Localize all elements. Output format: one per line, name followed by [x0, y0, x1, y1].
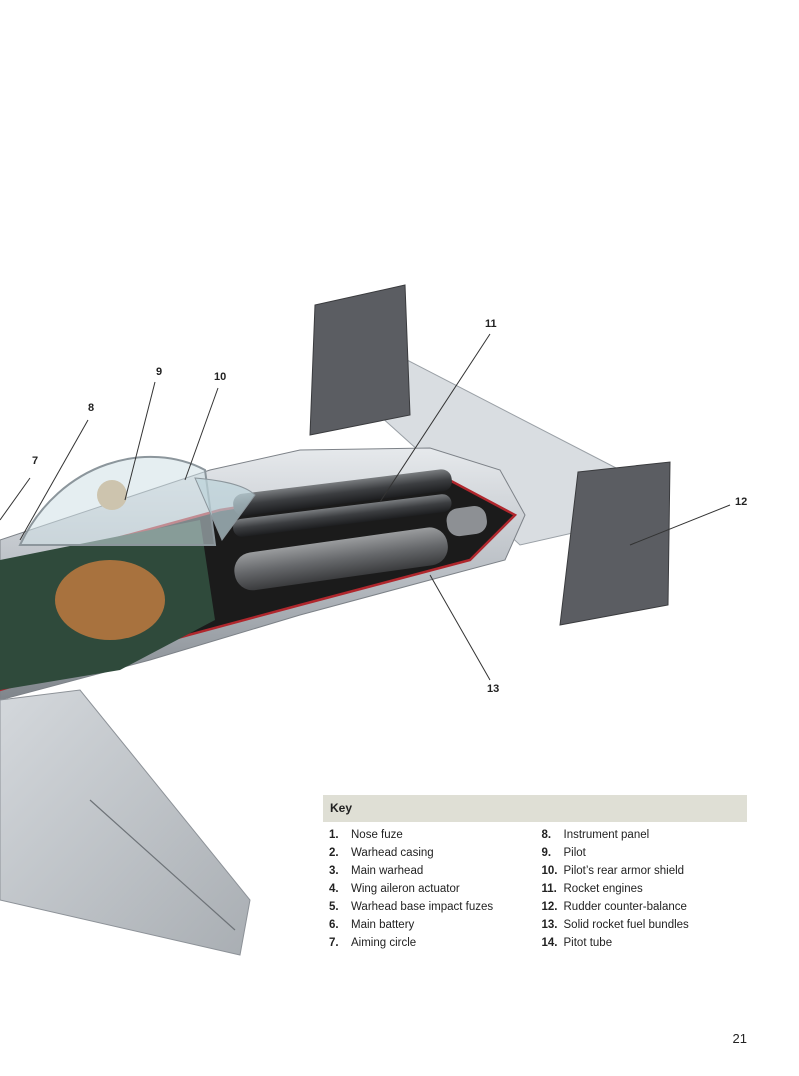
- key-item-number: 5.: [329, 901, 339, 913]
- callout-9: 9: [156, 366, 163, 378]
- key-item-label: Rudder counter-balance: [563, 901, 687, 913]
- pilot-figure: [55, 560, 165, 640]
- key-item: 12. Rudder counter-balance: [536, 898, 748, 916]
- key-item-number: 9.: [541, 847, 552, 859]
- callout-10: 10: [214, 371, 227, 383]
- key-item-label: Warhead base impact fuzes: [351, 901, 494, 913]
- rocket-engine-tube: [233, 494, 452, 537]
- key-item-number: 13.: [541, 919, 558, 931]
- key-item-label: Instrument panel: [563, 829, 650, 841]
- key-item-label: Pilot’s rear armor shield: [563, 865, 685, 877]
- key-legend: Key 1. Nose fuze 2. Warhead casing 3. Main …: [323, 795, 747, 952]
- key-item: 5. Warhead base impact fuzes: [323, 898, 535, 916]
- leader-line-8: [19, 419, 89, 541]
- leader-line-12: [629, 504, 731, 546]
- key-item: 4. Wing aileron actuator: [323, 880, 535, 898]
- key-item: 8. Instrument panel: [536, 826, 748, 844]
- key-item: 1. Nose fuze: [323, 826, 535, 844]
- page-number: 21: [732, 1031, 747, 1046]
- key-item: 7. Aiming circle: [323, 934, 535, 952]
- key-item-label: Pitot tube: [563, 937, 613, 949]
- key-item-number: 2.: [329, 847, 339, 859]
- key-item-label: Solid rocket fuel bundles: [563, 919, 689, 931]
- key-item-number: 1.: [329, 829, 339, 841]
- key-item-number: 12.: [541, 901, 558, 913]
- windshield: [194, 477, 256, 541]
- rocket-engine-tube: [233, 469, 452, 516]
- key-item-label: Rocket engines: [563, 883, 643, 895]
- aileron-line: [89, 799, 236, 931]
- key-column-left: 1. Nose fuze 2. Warhead casing 3. Main warh…: [323, 826, 535, 952]
- key-item: 14. Pitot tube: [536, 934, 748, 952]
- key-item-number: 7.: [329, 937, 339, 949]
- fuel-bundle-tube: [234, 527, 448, 591]
- key-item-number: 3.: [329, 865, 339, 877]
- callout-11: 11: [485, 318, 497, 330]
- leader-line-9: [124, 381, 156, 501]
- main-wing: [0, 689, 251, 956]
- key-item-label: Aiming circle: [351, 937, 417, 949]
- key-item-number: 14.: [541, 937, 558, 949]
- key-item-label: Nose fuze: [351, 829, 403, 841]
- key-columns: 1. Nose fuze 2. Warhead casing 3. Main warh…: [323, 826, 747, 952]
- key-item: 9. Pilot: [536, 844, 748, 862]
- leader-line-10: [184, 387, 219, 481]
- key-item-number: 11.: [541, 883, 557, 895]
- key-item-number: 8.: [541, 829, 552, 841]
- rocket-nozzle: [446, 505, 487, 537]
- key-item-number: 10.: [541, 865, 558, 877]
- key-item: 13. Solid rocket fuel bundles: [536, 916, 748, 934]
- key-column-right: 8. Instrument panel 9. Pilot 10. Pilot’s re…: [536, 826, 748, 952]
- key-title: Key: [323, 795, 747, 822]
- key-item: 3. Main warhead: [323, 862, 535, 880]
- key-item-label: Pilot: [563, 847, 586, 859]
- key-item-label: Main warhead: [351, 865, 424, 877]
- left-tail-fin: [309, 284, 411, 436]
- key-item: 11. Rocket engines: [536, 880, 748, 898]
- leader-line-13: [429, 574, 491, 681]
- key-item: 10. Pilot’s rear armor shield: [536, 862, 748, 880]
- callout-12: 12: [735, 496, 748, 508]
- key-item-number: 6.: [329, 919, 339, 931]
- callout-13: 13: [487, 683, 500, 695]
- key-item-number: 4.: [329, 883, 339, 895]
- key-item-label: Wing aileron actuator: [351, 883, 460, 895]
- key-item: 2. Warhead casing: [323, 844, 535, 862]
- key-item: 6. Main battery: [323, 916, 535, 934]
- callout-8: 8: [88, 402, 95, 414]
- callout-7: 7: [32, 455, 39, 467]
- key-item-label: Main battery: [351, 919, 415, 931]
- leader-lines: [0, 333, 731, 681]
- key-item-label: Warhead casing: [351, 847, 434, 859]
- canopy: [18, 455, 217, 546]
- leader-line-7: [0, 477, 31, 521]
- leader-line-11: [379, 333, 491, 503]
- right-tail-fin: [559, 461, 671, 626]
